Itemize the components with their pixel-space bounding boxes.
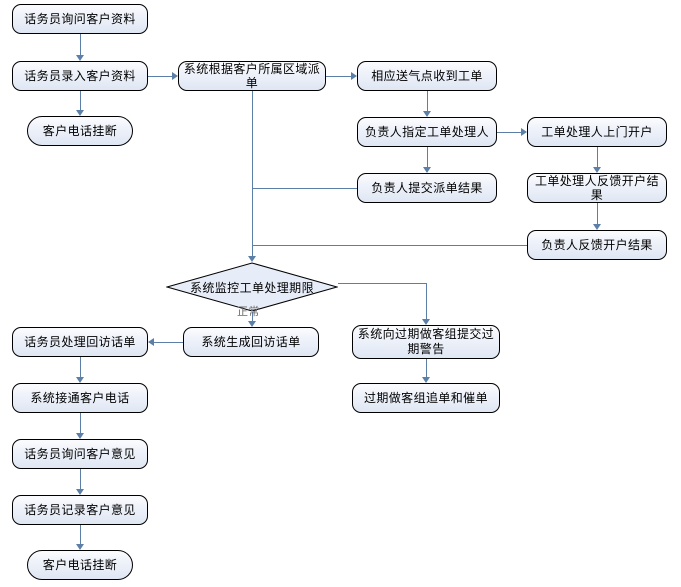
connector-ask-to-enter (80, 34, 81, 55)
arrowhead-ask-to-enter (76, 55, 84, 61)
arrowhead-warning-to-followup (422, 377, 430, 383)
connector-enter-to-dispatch (148, 76, 172, 77)
node-agent-ask-customer-opinion[interactable]: 话务员询问客户意见 (12, 439, 148, 469)
arrowhead-dispatch-to-station (351, 72, 357, 80)
connector-enter-to-hangup (80, 91, 81, 110)
arrowhead-generate-to-handle (148, 338, 154, 346)
node-system-overdue-warning[interactable]: 系统向过期做客组提交过期警告 (352, 325, 500, 359)
arrowhead-connect-to-ask (76, 433, 84, 439)
node-agent-record-customer-opinion[interactable]: 话务员记录客户意见 (12, 495, 148, 525)
node-handler-onsite-open-account[interactable]: 工单处理人上门开户 (527, 117, 667, 147)
connector-record-to-hangup (80, 525, 81, 544)
arrowhead-ask-to-record (76, 489, 84, 495)
arrowhead-trunk-to-decision (248, 256, 256, 262)
node-gas-station-receives-order[interactable]: 相应送气点收到工单 (357, 61, 497, 91)
node-manager-feedback-result[interactable]: 负责人反馈开户结果 (527, 230, 667, 260)
node-handler-feedback-result[interactable]: 工单处理人反馈开户结果 (527, 173, 667, 203)
connector-assign-to-submit (427, 147, 428, 167)
arrowhead-handle-to-connect (76, 377, 84, 383)
node-manager-assigns-handler[interactable]: 负责人指定工单处理人 (357, 117, 497, 147)
connector-ask-to-record (80, 469, 81, 489)
connector-submit-to-trunk (252, 188, 357, 189)
connector-trunk-to-decision (252, 91, 253, 256)
decision-label: 系统监控工单处理期限 (189, 280, 314, 295)
connector-assign-to-onsite (497, 132, 521, 133)
connector-warning-to-followup (426, 359, 427, 377)
connector-feedback-to-manager (597, 203, 598, 224)
node-customer-hangup-bottom[interactable]: 客户电话挂断 (27, 550, 133, 580)
node-agent-handle-callback-sheet[interactable]: 话务员处理回访话单 (12, 327, 148, 357)
node-overdue-team-followup[interactable]: 过期做客组追单和催单 (352, 383, 500, 413)
node-system-monitor-deadline[interactable]: 系统监控工单处理期限 (166, 262, 338, 312)
node-system-dispatch-by-region[interactable]: 系统根据客户所属区域派单 (178, 61, 326, 91)
arrowhead-assign-to-onsite (521, 128, 527, 136)
arrowhead-station-to-assign (423, 111, 431, 117)
arrowhead-decision-to-generate (248, 321, 256, 327)
connector-onsite-to-feedback (597, 147, 598, 167)
node-agent-enter-customer-info[interactable]: 话务员录入客户资料 (12, 61, 148, 91)
diamond-shape (166, 262, 338, 312)
arrowhead-decision-to-warning (422, 319, 430, 325)
connector-dispatch-to-station (326, 76, 351, 77)
connector-managerfeedback-to-trunk (252, 245, 527, 246)
node-customer-hangup-top[interactable]: 客户电话挂断 (27, 116, 133, 146)
connector-generate-to-handle (154, 342, 183, 343)
arrowhead-feedback-to-manager (593, 224, 601, 230)
node-agent-ask-customer-info[interactable]: 话务员询问客户资料 (12, 4, 148, 34)
arrowhead-assign-to-submit (423, 167, 431, 173)
node-system-generate-callback-sheet[interactable]: 系统生成回访话单 (183, 327, 319, 357)
arrowhead-enter-to-hangup (76, 110, 84, 116)
connector-connect-to-ask (80, 413, 81, 433)
arrowhead-enter-to-dispatch (172, 72, 178, 80)
connector-station-to-assign (427, 91, 428, 111)
connector-decision-overdue-h (338, 283, 426, 284)
arrowhead-record-to-hangup (76, 544, 84, 550)
connector-decision-normal-2 (252, 315, 253, 321)
edge-label-normal: 正常 (237, 305, 260, 318)
connector-handle-to-connect (80, 357, 81, 377)
connector-decision-overdue-v (426, 283, 427, 319)
arrowhead-onsite-to-feedback (593, 167, 601, 173)
node-system-connect-customer-call[interactable]: 系统接通客户电话 (12, 383, 148, 413)
node-manager-submit-dispatch-result[interactable]: 负责人提交派单结果 (357, 173, 497, 203)
